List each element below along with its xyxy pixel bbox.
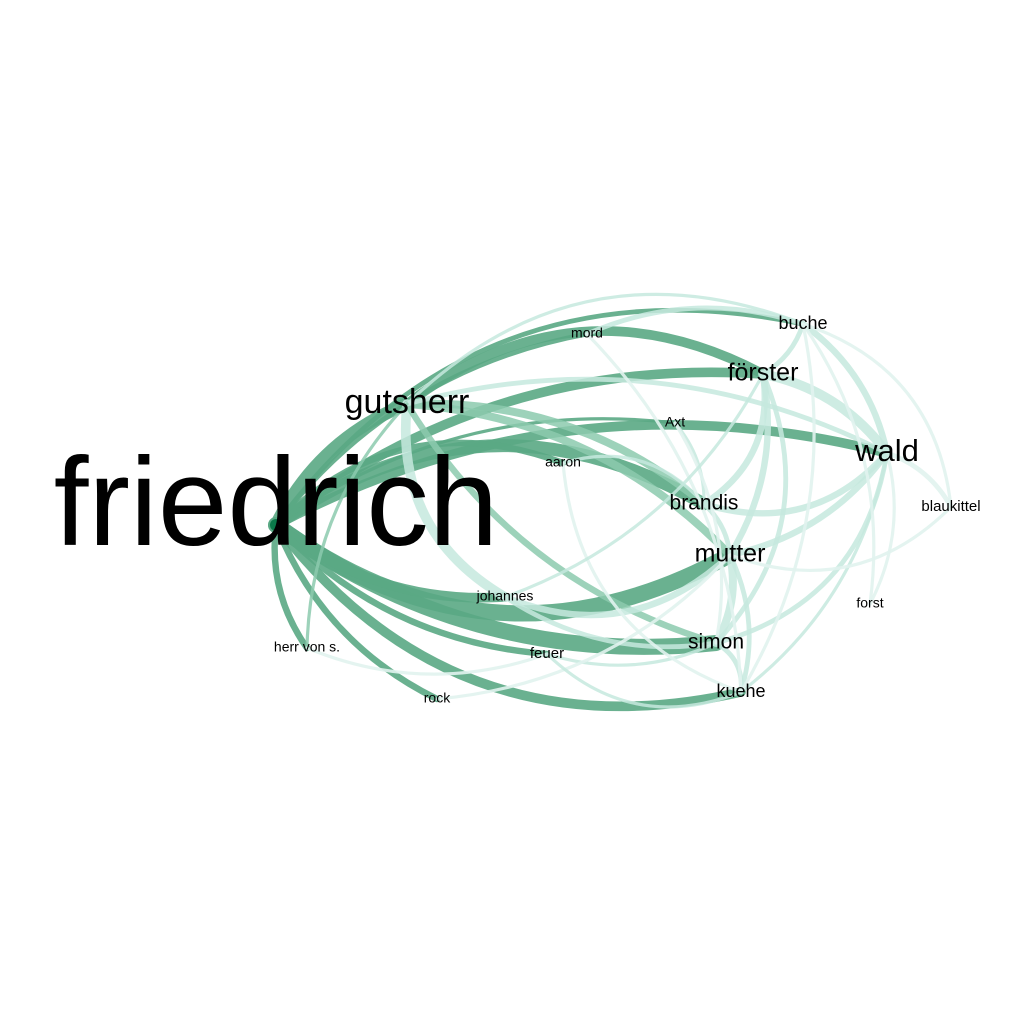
edge-friedrich-johannes (271, 520, 510, 603)
edge-simon-johannes (502, 594, 719, 650)
node-label-johannes: johannes (476, 588, 534, 604)
node-label-brandis: brandis (670, 492, 739, 515)
node-label-aaron: aaron (545, 454, 581, 470)
edge-friedrich-herrvons (271, 521, 311, 652)
edge-johannes-foerster (503, 372, 765, 599)
edge-wald-blaukittel (884, 450, 954, 510)
edge-friedrich-rock (272, 521, 441, 703)
edge-wald-kuehe (739, 451, 889, 694)
node-label-simon: simon (688, 631, 744, 654)
edge-buche-kuehe (739, 322, 816, 694)
edge-gutsherr-foerster (402, 326, 768, 409)
edge-friedrich-kuehe (271, 520, 746, 712)
edge-wald-forst (868, 451, 896, 606)
edge-brandis-aaron (561, 454, 706, 506)
edge-friedrich-feuer (272, 521, 551, 658)
edge-blaukittel-mutter (728, 505, 953, 572)
edge-forst-buche (801, 322, 876, 606)
node-label-blaukittel: blaukittel (921, 498, 980, 515)
edge-gutsherr-johannes (400, 399, 510, 602)
node-label-gutsherr: gutsherr (345, 383, 470, 421)
edge-wald-buche (799, 320, 891, 457)
edge-aaron-kuehe (561, 461, 743, 694)
edge-buche-mord (584, 305, 806, 337)
node-label-friedrich: friedrich (54, 433, 499, 572)
node-label-herrvons: herr von s. (274, 639, 340, 655)
edge-gutsherr-herrvons (305, 402, 409, 650)
edge-mutter-johannes (501, 551, 734, 619)
node-label-wald: wald (854, 433, 919, 468)
edge-rock-mutter (435, 553, 732, 701)
edge-gutsherr-buche (405, 292, 805, 406)
edge-friedrich-axt (274, 417, 677, 527)
edge-feuer-kuehe (545, 652, 743, 709)
edge-gutsherr-mutter (403, 400, 734, 559)
edge-friedrich-foerster (271, 367, 768, 530)
edge-mutter-brandis (701, 501, 733, 558)
edges-layer (268, 292, 954, 712)
edge-simon-feuer (545, 641, 718, 667)
edge-gutsherr-simon (403, 400, 720, 647)
edge-mutter-kuehe (727, 552, 752, 695)
edge-gutsherr-brandis (403, 399, 708, 508)
node-label-mord: mord (571, 325, 603, 341)
edge-friedrich-buche (273, 307, 806, 528)
hub-layer (270, 519, 282, 531)
edge-herrvons-feuer (305, 646, 549, 676)
node-label-feuer: feuer (530, 645, 564, 662)
edge-gutsherr-wald (404, 376, 890, 456)
node-label-foerster: förster (728, 359, 799, 387)
edge-foerster-simon (713, 371, 789, 646)
node-label-forst: forst (856, 595, 883, 611)
edge-foerster-mutter (726, 370, 771, 559)
edge-buche-blaukittel (801, 322, 953, 509)
edge-friedrich-gutsherr (269, 397, 414, 532)
node-label-kuehe: kuehe (716, 681, 765, 701)
edge-axt-simon (673, 421, 724, 645)
node-label-axt: Axt (665, 414, 685, 430)
node-label-rock: rock (424, 690, 451, 706)
node-label-buche: buche (778, 313, 827, 333)
node-label-mutter: mutter (695, 540, 766, 568)
labels-layer: friedrich gutsherr wald förster mutter brandi… (54, 313, 981, 706)
edge-foerster-buche (760, 321, 806, 377)
edge-mord-kuehe (585, 332, 743, 694)
edge-foerster-wald (758, 369, 892, 458)
hub-node-dot (270, 519, 282, 531)
